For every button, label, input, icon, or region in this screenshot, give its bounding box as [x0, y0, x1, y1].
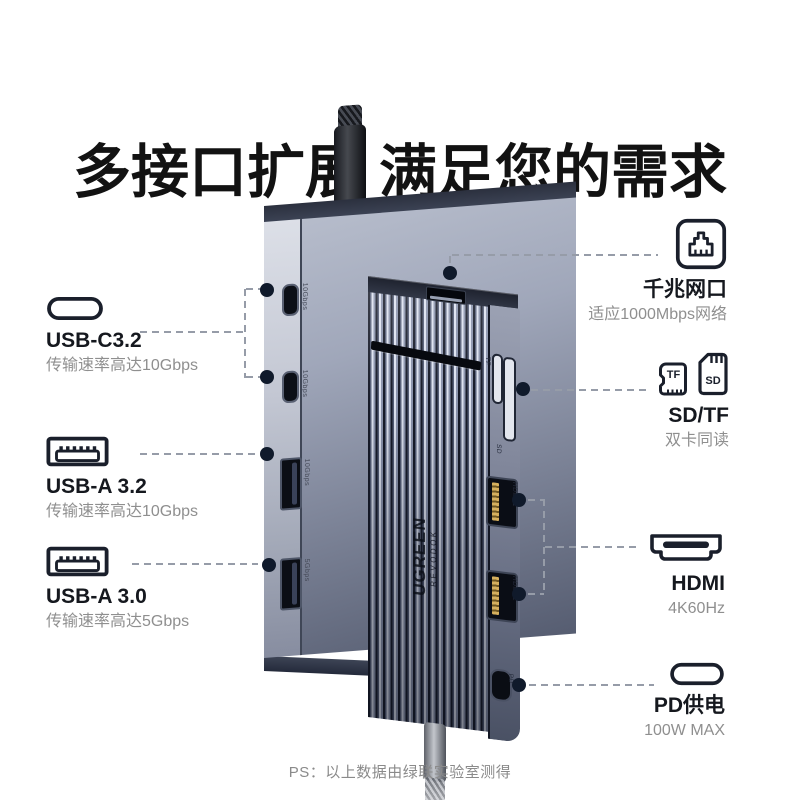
usb-a-port-1 — [280, 457, 302, 511]
callout-pd: PD供电 100W MAX — [644, 662, 725, 743]
leader-line — [528, 593, 544, 595]
port-spec: 传输速率高达10Gbps — [46, 503, 199, 520]
usb-cable-top — [334, 123, 366, 203]
leader-line — [449, 256, 451, 267]
port-marking: 10Gbps — [301, 282, 308, 311]
port-name: USB-A 3.2 — [46, 475, 147, 498]
leader-line — [140, 453, 258, 455]
sd-card-slot — [503, 356, 516, 443]
port-name: USB-C3.2 — [46, 329, 142, 352]
port-name: HDMI — [671, 572, 725, 595]
model-name: REVODOK — [429, 528, 438, 588]
leader-line — [132, 563, 258, 565]
leader-line — [531, 389, 646, 391]
port-name: PD供电 — [653, 694, 725, 717]
connector-dot — [262, 558, 276, 572]
sd-card-icon: SD — [698, 352, 728, 396]
port-spec: 传输速率高达10Gbps — [46, 357, 199, 374]
port-spec: 4K60Hz — [668, 600, 725, 617]
callout-sd-tf: TF SD SD/TF 双卡同读 — [658, 352, 729, 453]
brand-text: UGREEN REVODOK — [410, 495, 445, 619]
leader-line — [545, 546, 636, 548]
leader-line — [452, 254, 658, 256]
port-marking: 5Gbps — [303, 558, 310, 583]
brand-name: UGREEN — [410, 515, 429, 597]
port-name: SD/TF — [668, 404, 729, 427]
usb-c-icon — [670, 662, 724, 686]
port-spec: 传输速率高达5Gbps — [46, 613, 190, 630]
leader-line — [529, 684, 654, 686]
port-marking: 10Gbps — [303, 458, 310, 487]
connector-dot — [260, 370, 274, 384]
leader-line — [244, 289, 246, 378]
tf-card-icon: TF — [659, 362, 687, 396]
connector-dot — [512, 678, 526, 692]
leader-line — [246, 288, 261, 290]
device-bottom-face — [264, 656, 374, 676]
callout-usb-a30: USB-A 3.0 传输速率高达5Gbps — [46, 546, 189, 634]
card-icons: TF SD — [658, 352, 729, 396]
callout-usb-c32: USB-C3.2 传输速率高达10Gbps — [46, 296, 198, 378]
footnote: PS：以上数据由绿联实验室测得 — [288, 764, 512, 781]
usb-c-port-1 — [282, 283, 299, 317]
tf-card-slot — [492, 353, 503, 405]
usb-a-icon — [46, 436, 109, 467]
leader-line — [246, 376, 261, 378]
hub-device-front: UGREEN REVODOK TF SD HDMI 1 HDMI 2 PD — [368, 276, 520, 800]
ethernet-icon — [675, 218, 727, 270]
page-title: 多接口扩展 满足您的需求 — [72, 139, 728, 205]
leader-line — [543, 499, 545, 595]
svg-text:SD: SD — [705, 375, 720, 387]
port-name: USB-A 3.0 — [46, 585, 147, 608]
connector-dot — [512, 587, 526, 601]
port-name: 千兆网口 — [643, 278, 727, 301]
callout-hdmi: HDMI 4K60Hz — [647, 532, 725, 621]
port-marking: TF — [484, 356, 491, 367]
callout-usb-a32: USB-A 3.2 传输速率高达10Gbps — [46, 436, 198, 524]
leader-line — [140, 331, 244, 333]
callout-ethernet: 千兆网口 适应1000Mbps网络 — [588, 218, 727, 327]
port-spec: 100W MAX — [644, 722, 725, 739]
leader-line — [528, 499, 544, 501]
hdmi-icon — [650, 534, 722, 561]
port-marking: 10Gbps — [301, 369, 308, 398]
connector-dot — [260, 283, 274, 297]
connector-dot — [443, 266, 457, 280]
port-spec: 双卡同读 — [664, 432, 729, 449]
usb-a-icon — [46, 546, 109, 577]
svg-text:TF: TF — [667, 369, 681, 381]
usb-c-icon — [47, 296, 103, 321]
connector-dot — [512, 493, 526, 507]
connector-dot — [516, 382, 530, 396]
connector-dot — [260, 447, 274, 461]
usb-c-port-2 — [282, 370, 299, 404]
port-spec: 适应1000Mbps网络 — [588, 306, 727, 323]
port-marking: SD — [495, 443, 502, 455]
usb-a-port-2 — [280, 557, 302, 611]
